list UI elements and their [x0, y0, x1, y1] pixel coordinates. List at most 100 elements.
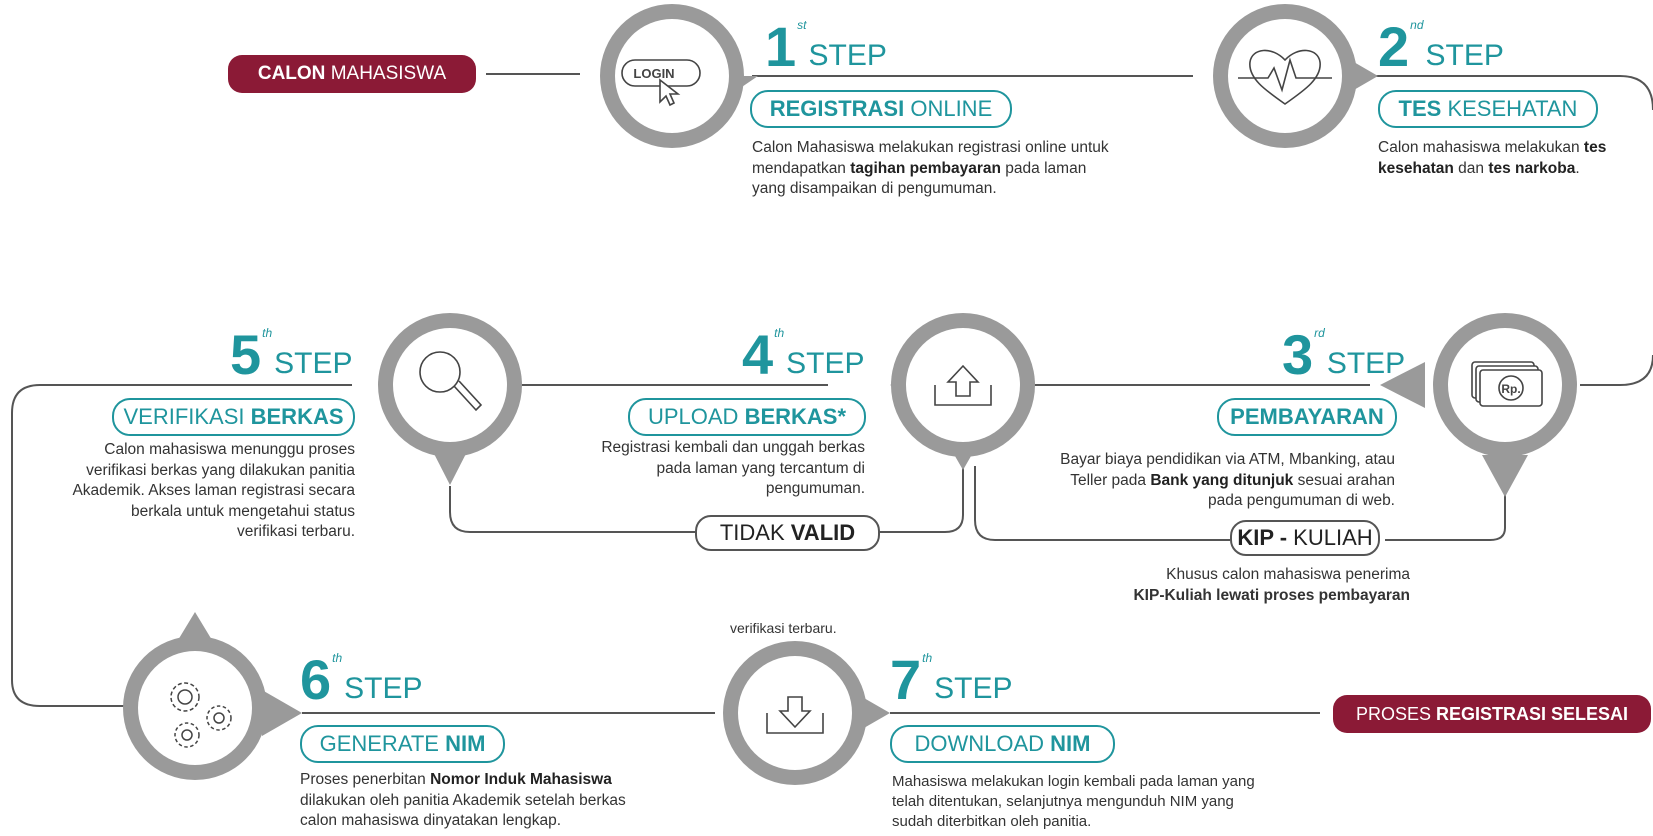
step5-number: 5: [230, 323, 262, 386]
step1-title-post: ONLINE: [904, 96, 993, 121]
step6-desc-line3: calon mahasiswa dinyatakan lengkap.: [300, 812, 562, 829]
step5-desc-line2: verifikasi berkas yang dilakukan panitia: [86, 461, 355, 479]
step4-desc-line1: Registrasi kembali dan unggah berkas: [601, 439, 865, 456]
step4-number: 4: [742, 323, 774, 386]
step6-description: Proses penerbitan Nomor Induk Mahasiswa …: [300, 770, 700, 832]
pin-step3: [1380, 313, 1577, 497]
step7-title-bold: NIM: [1050, 731, 1091, 756]
step2-desc-line1b: tes: [1583, 139, 1607, 156]
start-pill-rest: MAHASISWA: [325, 63, 447, 84]
upload-icon: [934, 364, 992, 406]
step4-desc-line3: pengumuman.: [765, 480, 865, 497]
step6-title-pre: GENERATE: [319, 731, 446, 756]
connector-in-step3: [1580, 354, 1653, 386]
step6-suffix: th: [332, 651, 343, 665]
step5-word: STEP: [274, 347, 353, 380]
kip-note-line1: Khusus calon mahasiswa penerima: [1166, 566, 1410, 583]
step3-desc-line3: pada pengumuman di web.: [1208, 492, 1395, 509]
step1-description: Calon Mahasiswa melakukan registrasi onl…: [752, 138, 1172, 200]
step1-suffix: st: [797, 18, 807, 32]
step1-number: 1: [765, 15, 797, 78]
step3-desc-line2c: sesuai arahan: [1293, 471, 1395, 489]
connector-step5-step6: [11, 384, 352, 707]
login-cursor-icon: [621, 59, 701, 107]
step1-title-pill: REGISTRASI ONLINE: [750, 90, 1012, 128]
kip-pill-rest: KULIAH: [1287, 525, 1373, 550]
step1-word: STEP: [808, 39, 887, 72]
step7-word: STEP: [934, 672, 1013, 705]
step5-desc-line3: Akademik. Akses laman registrasi secara: [72, 482, 355, 499]
pin-step7: [723, 641, 890, 785]
gears-icon: [170, 682, 232, 748]
download-icon: [766, 696, 824, 734]
tidak-valid-pill: TIDAK VALID: [695, 515, 880, 551]
step2-title-post: KESEHATAN: [1441, 96, 1578, 121]
step7-desc-line1: Mahasiswa melakukan login kembali pada l…: [892, 773, 1255, 790]
step5-desc-line1: Calon mahasiswa menunggu proses: [104, 441, 355, 458]
step3-suffix: rd: [1314, 326, 1325, 340]
step4-title-bold: BERKAS*: [744, 404, 847, 429]
kip-kuliah-pill: KIP - KULIAH: [1230, 520, 1380, 556]
step5-title-pre: VERIFIKASI: [123, 404, 251, 429]
start-pill-calon-mahasiswa: CALON MAHASISWA: [228, 55, 476, 93]
step2-desc-line1a: Calon mahasiswa melakukan: [1378, 139, 1584, 156]
step4-title-pre: UPLOAD: [647, 404, 745, 429]
step2-title-bold: TES: [1398, 96, 1442, 121]
step7-title-pre: DOWNLOAD: [914, 731, 1051, 756]
step1-desc-line3: yang disampaikan di pengumuman.: [752, 180, 997, 197]
login-icon-text: LOGIN: [633, 66, 674, 81]
step1-desc-line2b: tagihan pembayaran: [850, 159, 1001, 177]
step4-word: STEP: [786, 347, 865, 380]
step6-word: STEP: [344, 672, 423, 705]
step5-title-pill: VERIFIKASI BERKAS: [112, 398, 355, 436]
step7-desc-line2: telah ditentukan, selanjutnya mengunduh …: [892, 793, 1234, 810]
step5-title-bold: BERKAS: [250, 404, 344, 429]
pin-step5: [378, 313, 522, 485]
pin-step6: [123, 612, 302, 780]
step2-title-pill: TES KESEHATAN: [1378, 90, 1598, 128]
kip-loop-left: [974, 466, 1230, 541]
step4-desc-line2: pada laman yang tercantum di: [656, 459, 865, 477]
step6-desc-line1a: Proses penerbitan: [300, 771, 431, 788]
step4-title-pill: UPLOAD BERKAS*: [628, 398, 866, 436]
step3-desc-line1: Bayar biaya pendidikan via ATM, Mbanking…: [1060, 451, 1395, 468]
step7-number: 7: [890, 648, 922, 711]
kip-loop-right: [1385, 495, 1506, 541]
stray-verifikasi-text: verifikasi terbaru.: [730, 620, 837, 636]
step2-desc-line2c: tes narkoba: [1488, 159, 1576, 177]
step3-desc-line2a: Teller pada: [1070, 471, 1151, 489]
step3-title-bold: PEMBAYARAN: [1230, 404, 1384, 429]
kip-note: Khusus calon mahasiswa penerima KIP-Kuli…: [1050, 565, 1410, 606]
step4-description: Registrasi kembali dan unggah berkas pad…: [560, 438, 865, 500]
step7-title-pill: DOWNLOAD NIM: [890, 725, 1115, 763]
step6-title-pill: GENERATE NIM: [300, 725, 505, 763]
step3-desc-line2b: Bank yang ditunjuk: [1150, 471, 1294, 489]
step1-desc-line1: Calon Mahasiswa melakukan registrasi onl…: [752, 139, 1109, 156]
step6-desc-line2: dilakukan oleh panitia Akademik setelah …: [300, 791, 626, 809]
magnifier-icon: [419, 351, 483, 412]
step2-description: Calon mahasiswa melakukan tes kesehatan …: [1378, 138, 1650, 179]
tidak-valid-pre: TIDAK: [719, 520, 791, 545]
tidak-valid-bold: VALID: [790, 520, 856, 545]
step5-suffix: th: [262, 326, 273, 340]
step1-desc-line2a: mendapatkan: [752, 159, 851, 177]
step5-desc-line4: berkala untuk mengetahui status: [130, 502, 355, 520]
step1-desc-line2c: pada laman: [1001, 159, 1087, 177]
end-pill-bold: REGISTRASI SELESAI: [1435, 703, 1629, 724]
step3-number: 3: [1282, 323, 1314, 386]
end-pill-pre: PROSES: [1355, 703, 1436, 724]
tidak-valid-loop-right: [880, 466, 964, 533]
end-pill-proses-registrasi-selesai: PROSES REGISTRASI SELESAI: [1333, 695, 1651, 733]
heartbeat-icon: [1238, 49, 1332, 105]
money-icon-text: Rp.: [1501, 382, 1520, 396]
step7-suffix: th: [922, 651, 933, 665]
step7-description: Mahasiswa melakukan login kembali pada l…: [892, 772, 1322, 832]
